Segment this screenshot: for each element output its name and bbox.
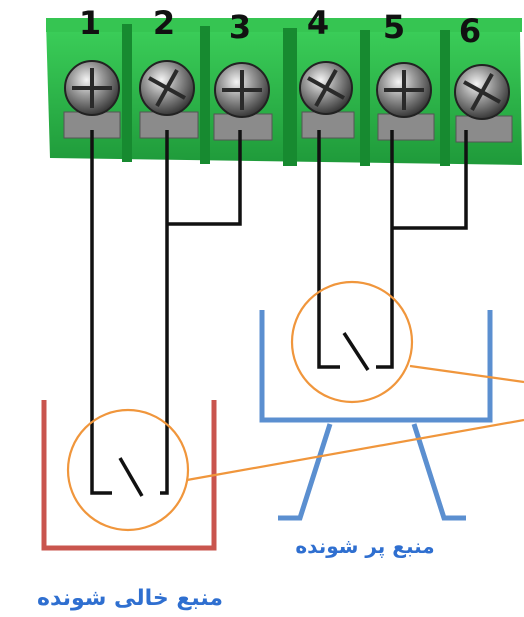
terminal-number-1: 1 [78,4,102,42]
screw-heads [64,60,510,120]
callout-circle-filling [290,280,414,404]
filling-tank [259,310,493,521]
screw-icon [139,60,195,116]
terminal-number-5: 5 [382,8,406,46]
terminal-number-4: 4 [306,4,330,42]
callout-pointer-emptying [186,418,524,482]
callouts [66,280,524,532]
switch-contact-emptying [118,457,144,497]
terminal-block [46,18,522,166]
callout-pointer-filling [409,364,524,384]
terminal-separators [122,24,450,166]
filling-tank-label: منبع پر شونده [295,534,435,558]
screw-icon [454,64,510,120]
terminal-block-top-edge [46,18,522,32]
emptying-tank-label: منبع خالی شونده [37,586,223,611]
float-switches [118,332,370,497]
screw-icon [376,62,432,118]
wire-terminal-5-6 [376,130,468,369]
emptying-tank [41,400,217,551]
screw-icon [214,62,270,118]
wires [90,130,468,495]
terminal-number-2: 2 [152,4,176,42]
screw-icon [299,61,353,115]
terminal-number-6: 6 [458,12,482,50]
callout-circle-emptying [66,408,190,532]
wire-terminal-1 [90,130,112,495]
filling-tank-right-leg [411,423,466,521]
terminal-number-3: 3 [228,8,252,46]
wire-terminal-4 [317,130,340,369]
wire-terminal-2-3 [160,130,242,495]
screw-icon [64,60,120,116]
filling-tank-left-leg [278,423,333,521]
switch-contact-filling [342,332,370,371]
